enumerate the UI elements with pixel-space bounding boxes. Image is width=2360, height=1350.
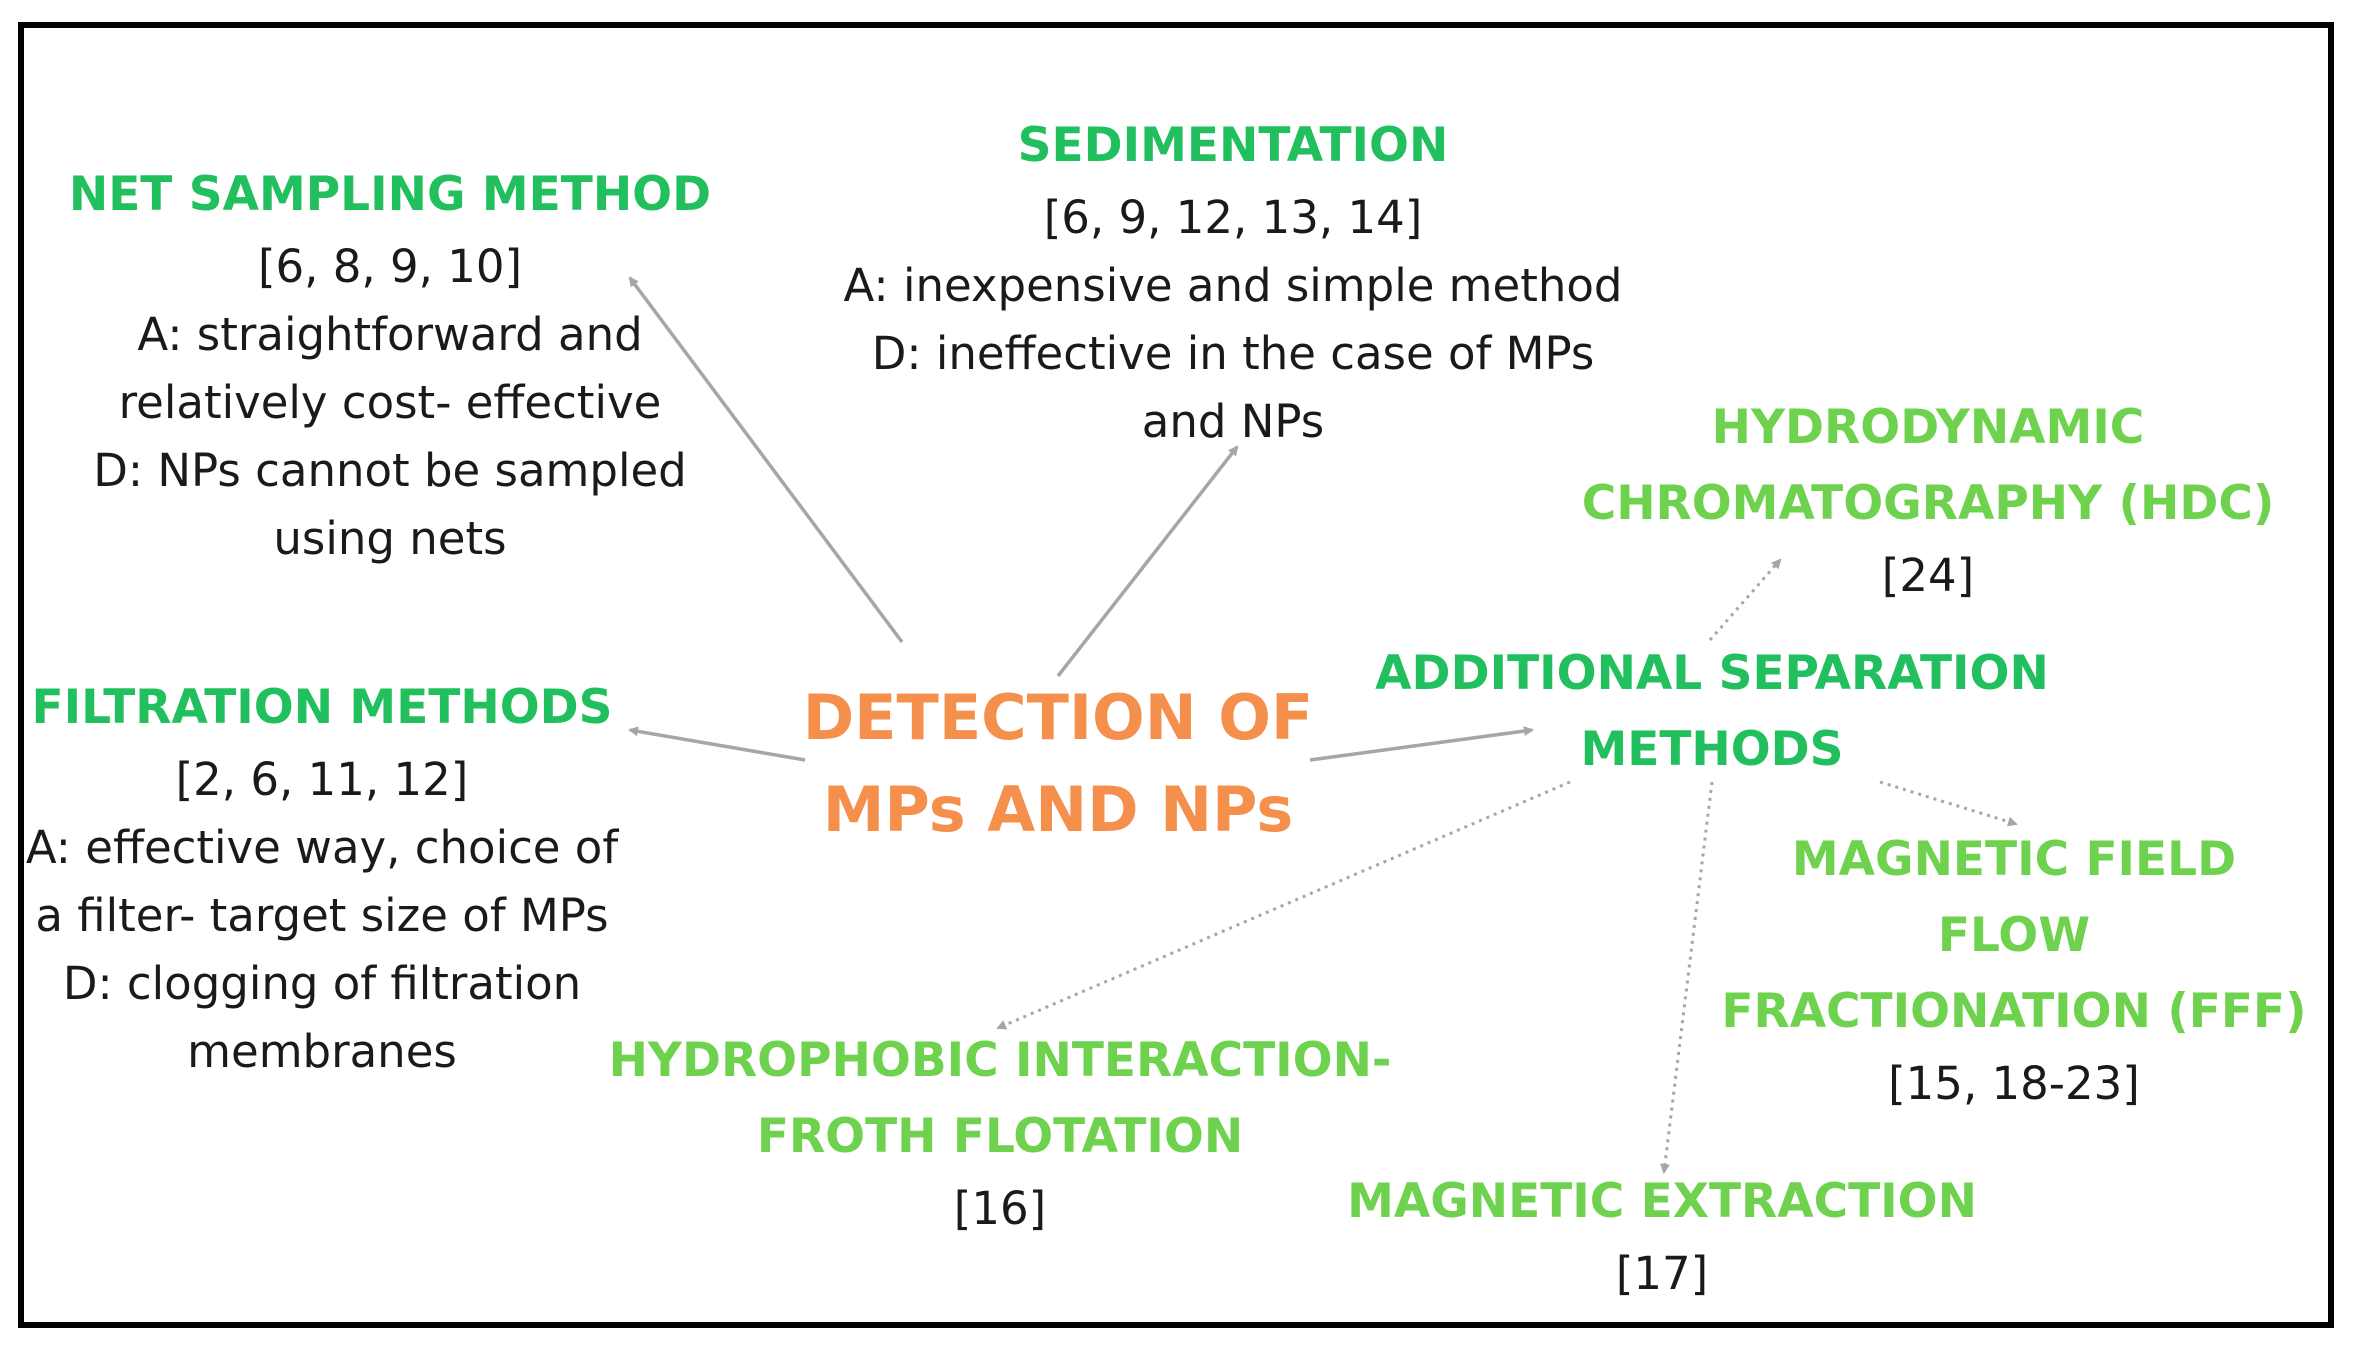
magnetic-extraction-node: MAGNETIC EXTRACTION [17]: [1347, 1164, 1977, 1308]
center-title-line: MPs AND NPs: [822, 773, 1294, 846]
froth-flotation-node: HYDROPHOBIC INTERACTION- FROTH FLOTATION…: [609, 1023, 1392, 1243]
additional-separation-title-line: ADDITIONAL SEPARATION: [1375, 646, 2049, 701]
filtration-detail: D: clogging of filtration: [62, 957, 582, 1010]
net-sampling-detail: D: NPs cannot be sampled: [93, 444, 687, 497]
filtration-title: FILTRATION METHODS: [31, 680, 613, 735]
filtration-refs: [2, 6, 11, 12]: [175, 753, 469, 806]
filtration-detail: A: effective way, choice of: [25, 821, 619, 874]
sedimentation-detail: and NPs: [1141, 395, 1325, 448]
additional-separation-node: ADDITIONAL SEPARATION METHODS: [1375, 636, 2049, 788]
filtration-detail: membranes: [187, 1025, 457, 1078]
net-sampling-refs: [6, 8, 9, 10]: [257, 240, 523, 293]
sedimentation-title: SEDIMENTATION: [1017, 118, 1449, 173]
hdc-title-line: HYDRODYNAMIC: [1711, 400, 2145, 455]
magnetic-fff-title-line: MAGNETIC FIELD: [1791, 832, 2237, 887]
froth-flotation-title-line: HYDROPHOBIC INTERACTION-: [608, 1033, 1392, 1088]
magnetic-extraction-refs: [17]: [1615, 1247, 1709, 1300]
magnetic-fff-title-line: FRACTIONATION (FFF): [1721, 984, 2307, 1039]
net-sampling-detail: A: straightforward and: [137, 308, 643, 361]
magnetic-extraction-title: MAGNETIC EXTRACTION: [1347, 1174, 1977, 1229]
center-node: DETECTION OF MPs AND NPs: [803, 672, 1314, 856]
magnetic-fff-node: MAGNETIC FIELD FLOW FRACTIONATION (FFF) …: [1721, 822, 2306, 1118]
sedimentation-detail: A: inexpensive and simple method: [843, 259, 1623, 312]
filtration-node: FILTRATION METHODS [2, 6, 11, 12] A: eff…: [26, 670, 618, 1086]
sedimentation-refs: [6, 9, 12, 13, 14]: [1043, 191, 1423, 244]
froth-flotation-title-line: FROTH FLOTATION: [756, 1109, 1244, 1164]
net-sampling-title: NET SAMPLING METHOD: [68, 167, 712, 222]
hdc-title-line: CHROMATOGRAPHY (HDC): [1581, 476, 2275, 531]
net-sampling-detail: using nets: [273, 512, 507, 565]
magnetic-fff-refs: [15, 18-23]: [1888, 1057, 2140, 1110]
filtration-detail: a filter- target size of MPs: [35, 889, 609, 942]
center-title-line: DETECTION OF: [802, 681, 1314, 754]
diagram-frame: [18, 22, 2334, 1328]
hdc-refs: [24]: [1881, 549, 1975, 602]
additional-separation-title-line: METHODS: [1580, 722, 1844, 777]
sedimentation-detail: D: ineffective in the case of MPs: [871, 327, 1595, 380]
hdc-node: HYDRODYNAMIC CHROMATOGRAPHY (HDC) [24]: [1582, 390, 2275, 610]
magnetic-fff-title-line: FLOW: [1937, 908, 2091, 963]
sedimentation-node: SEDIMENTATION [6, 9, 12, 13, 14] A: inex…: [844, 108, 1623, 456]
net-sampling-node: NET SAMPLING METHOD [6, 8, 9, 10] A: str…: [69, 157, 711, 573]
net-sampling-detail: relatively cost- effective: [118, 376, 662, 429]
froth-flotation-refs: [16]: [953, 1182, 1047, 1235]
